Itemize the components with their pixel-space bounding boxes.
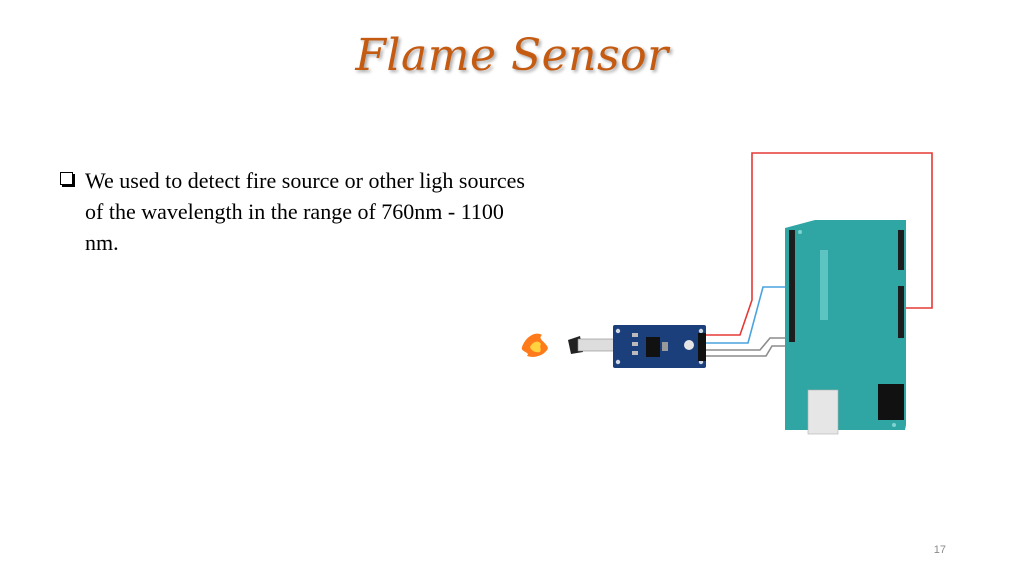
- checkbox-bullet-icon: [60, 172, 73, 185]
- red-wire: [705, 152, 933, 336]
- slide-title: Flame Sensor: [355, 30, 669, 81]
- flame-sensor-module: [568, 325, 706, 368]
- blue-wire: [705, 286, 798, 344]
- bullet-list: We used to detect fire source or other l…: [60, 165, 530, 258]
- bullet-item: We used to detect fire source or other l…: [60, 165, 530, 258]
- bullet-text: We used to detect fire source or other l…: [85, 168, 525, 255]
- arduino-board: [785, 220, 906, 435]
- flame-icon: [521, 333, 548, 357]
- page-number: 17: [933, 544, 946, 556]
